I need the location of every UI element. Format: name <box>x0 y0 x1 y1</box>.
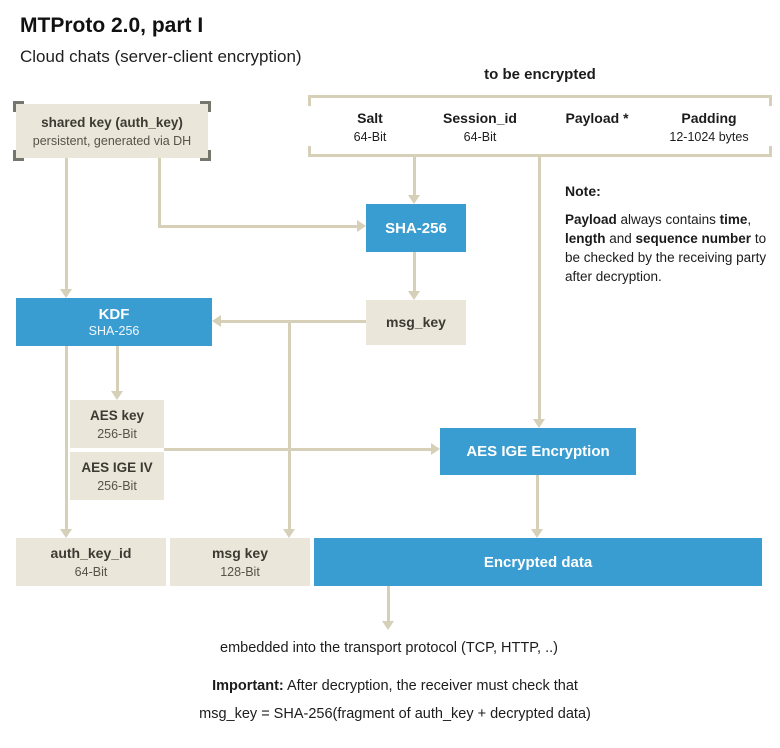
bracket-bottom-left-tick <box>308 146 311 157</box>
aes-ige-encryption-box: AES IGE Encryption <box>440 428 636 475</box>
important-rest: After decryption, the receiver must chec… <box>283 678 578 694</box>
note-block: Note: Payload always contains time, leng… <box>565 182 773 286</box>
arrowhead-into-sha256 <box>408 195 420 204</box>
bracket-top-left-tick <box>308 95 311 106</box>
connector-authkey-to-authkeyid <box>65 346 68 531</box>
connector-sharedkey-to-kdf <box>65 158 68 291</box>
shared-key-title: shared key (auth_key) <box>41 114 183 130</box>
transport-text: embedded into the transport protocol (TC… <box>220 640 558 656</box>
connector-msgkey-to-msgkey-out <box>288 320 291 531</box>
bracket-bottom-right-tick <box>769 146 772 157</box>
important-label: Important: <box>212 678 284 694</box>
important-line-1: Important: After decryption, the receive… <box>95 678 695 694</box>
sha256-title: SHA-256 <box>385 219 447 237</box>
field-salt-name: Salt <box>357 110 383 126</box>
connector-sharedkey-to-sha256-horizontal <box>158 225 358 228</box>
arrowhead-into-aes-ige-left <box>431 443 440 455</box>
arrowhead-into-encrypted-data <box>531 529 543 538</box>
note-seg-6: sequence number <box>635 231 752 246</box>
connector-msgkey-to-kdf <box>221 320 366 323</box>
auth-key-id-subtitle: 64-Bit <box>74 564 108 579</box>
msg-key-out-subtitle: 128-Bit <box>220 564 260 579</box>
aes-key-subtitle: 256-Bit <box>97 426 137 441</box>
encrypted-data-box: Encrypted data <box>314 538 762 586</box>
note-seg-5: and <box>605 231 636 246</box>
arrowhead-into-aes-ige-top <box>533 419 545 428</box>
aes-ige-iv-box: AES IGE IV 256-Bit <box>70 452 164 500</box>
page-title: MTProto 2.0, part I <box>20 14 204 37</box>
auth-key-id-box: auth_key_id 64-Bit <box>16 538 166 586</box>
arrowhead-transport <box>382 621 394 630</box>
bracket-top-right-tick <box>769 95 772 106</box>
field-payload-name: Payload * <box>565 110 629 126</box>
aes-ige-iv-title: AES IGE IV <box>81 459 153 475</box>
arrowhead-into-msgkey <box>408 291 420 300</box>
field-session-id-name: Session_id <box>443 110 517 126</box>
kdf-title: KDF <box>98 305 130 323</box>
field-padding: Padding 12-1024 bytes <box>644 110 774 144</box>
msg-key-out-box: msg key 128-Bit <box>170 538 310 586</box>
corner-tick-icon <box>13 101 24 112</box>
msg-key-box: msg_key <box>366 300 466 345</box>
field-salt: Salt 64-Bit <box>305 110 435 144</box>
page-subtitle: Cloud chats (server-client encryption) <box>20 47 302 66</box>
shared-key-box: shared key (auth_key) persistent, genera… <box>13 101 211 161</box>
arrowhead-into-aeskey <box>111 391 123 400</box>
aes-ige-iv-subtitle: 256-Bit <box>97 478 137 493</box>
field-session-id-detail: 64-Bit <box>463 130 497 144</box>
note-seg-7: to be checked by the receiving party aft… <box>565 231 767 284</box>
arrowhead-into-msgkey-out <box>283 529 295 538</box>
connector-payload-to-aes-ige <box>538 157 541 421</box>
aes-ige-encryption-title: AES IGE Encryption <box>466 443 610 460</box>
auth-key-id-title: auth_key_id <box>50 544 132 561</box>
note-seg-4: length <box>565 231 606 246</box>
connector-sha256-to-msgkey <box>413 252 416 293</box>
note-text: Payload always contains time, length and… <box>565 210 773 286</box>
corner-tick-icon <box>13 150 24 161</box>
note-seg-3: , <box>747 212 752 227</box>
kdf-box: KDF SHA-256 <box>16 298 212 346</box>
encrypted-data-title: Encrypted data <box>483 553 593 571</box>
field-padding-detail: 12-1024 bytes <box>669 130 749 144</box>
corner-tick-icon <box>200 101 211 112</box>
aes-key-box: AES key 256-Bit <box>70 400 164 448</box>
msg-key-out-title: msg key <box>211 544 269 561</box>
kdf-subtitle: SHA-256 <box>88 323 140 338</box>
note-label: Note: <box>565 183 601 199</box>
sha256-box: SHA-256 <box>366 204 466 252</box>
connector-bracket-to-sha256 <box>413 157 416 197</box>
bracket-top-line <box>308 95 772 98</box>
bracket-bottom-line <box>308 154 772 157</box>
to-be-encrypted-label: to be encrypted <box>484 66 596 83</box>
arrowhead-into-sha256-left <box>357 220 366 232</box>
important-line-2: msg_key = SHA-256(fragment of auth_key +… <box>199 706 591 722</box>
connector-encrypted-to-transport <box>387 586 390 623</box>
field-session-id: Session_id 64-Bit <box>415 110 545 144</box>
arrowhead-into-kdf-right <box>212 315 221 327</box>
note-seg-1: always contains <box>616 212 720 227</box>
corner-tick-icon <box>200 150 211 161</box>
connector-encryption-to-encrypted-data <box>536 475 539 531</box>
arrowhead-into-kdf <box>60 289 72 298</box>
note-seg-0: Payload <box>565 212 617 227</box>
arrowhead-into-authkeyid <box>60 529 72 538</box>
field-padding-name: Padding <box>681 110 737 126</box>
connector-kdf-to-aeskey <box>116 346 119 393</box>
msg-key-title: msg_key <box>386 314 446 330</box>
aes-key-title: AES key <box>89 407 145 423</box>
field-salt-detail: 64-Bit <box>353 130 387 144</box>
connector-sharedkey-to-sha256-vertical <box>158 158 161 228</box>
connector-aeskeys-to-encryption <box>164 448 431 451</box>
field-payload: Payload * <box>532 110 662 130</box>
shared-key-subtitle: persistent, generated via DH <box>32 133 192 148</box>
note-seg-2: time <box>719 212 748 227</box>
